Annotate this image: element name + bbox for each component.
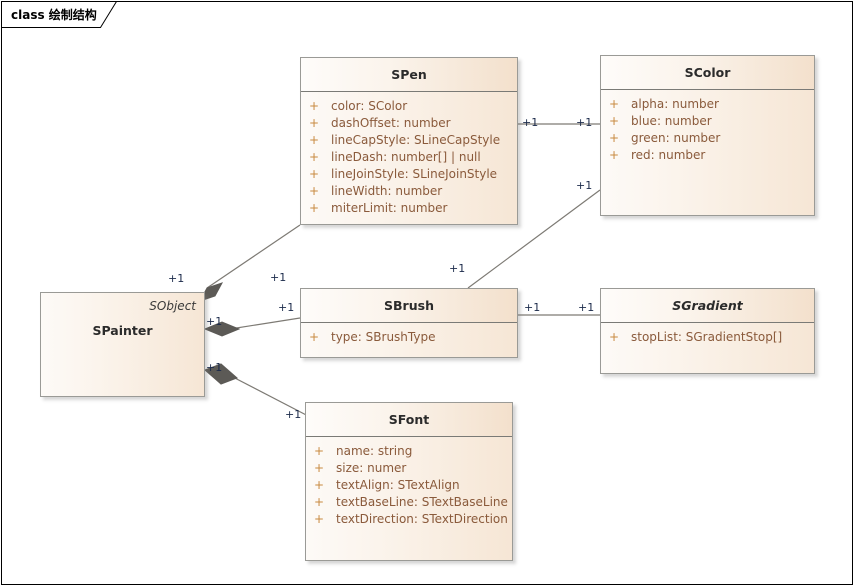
attribute-row: + dashOffset: number bbox=[301, 115, 517, 132]
attribute-row: + lineDash: number[] | null bbox=[301, 149, 517, 166]
visibility-marker: + bbox=[309, 184, 320, 198]
visibility-marker: + bbox=[609, 97, 620, 111]
class-box-sfont[interactable]: SFont + name: string + size: numer + tex… bbox=[305, 402, 513, 561]
attribute-signature: lineDash: number[] | null bbox=[331, 150, 481, 164]
attribute-signature: color: SColor bbox=[331, 99, 408, 113]
attribute-signature: lineWidth: number bbox=[331, 184, 443, 198]
attribute-signature: miterLimit: number bbox=[331, 201, 448, 215]
attribute-row: + textDirection: STextDirection bbox=[306, 511, 512, 528]
class-title-scolor: SColor bbox=[601, 56, 814, 90]
connector-sbrush-scolor[interactable] bbox=[467, 189, 601, 289]
visibility-marker: + bbox=[309, 167, 320, 181]
multiplicity-label: +1 bbox=[578, 301, 595, 314]
attribute-signature: alpha: number bbox=[631, 97, 719, 111]
attribute-signature: lineCapStyle: SLineCapStyle bbox=[331, 133, 501, 147]
attribute-row: + miterLimit: number bbox=[301, 200, 517, 217]
multiplicity-label: +1 bbox=[168, 272, 185, 285]
class-title-sfont: SFont bbox=[306, 403, 512, 437]
visibility-marker: + bbox=[309, 201, 320, 215]
visibility-marker: + bbox=[314, 444, 325, 458]
diagram-title: class 绘制结构 bbox=[11, 8, 97, 22]
visibility-marker: + bbox=[309, 99, 320, 113]
visibility-marker: + bbox=[314, 478, 325, 492]
attribute-signature: red: number bbox=[631, 148, 706, 162]
visibility-marker: + bbox=[314, 461, 325, 475]
class-attributes-spen: + color: SColor + dashOffset: number + l… bbox=[301, 92, 517, 225]
attribute-row: + textBaseLine: STextBaseLine bbox=[306, 494, 512, 511]
visibility-marker: + bbox=[609, 148, 620, 162]
attribute-signature: blue: number bbox=[631, 114, 712, 128]
composition-diamond-sbrush bbox=[203, 321, 241, 337]
attribute-signature: textDirection: STextDirection bbox=[336, 512, 508, 526]
attribute-row: + size: numer bbox=[306, 460, 512, 477]
attribute-signature: textAlign: STextAlign bbox=[336, 478, 460, 492]
visibility-marker: + bbox=[314, 495, 325, 509]
attribute-signature: stopList: SGradientStop[] bbox=[631, 330, 783, 344]
attribute-row: + lineJoinStyle: SLineJoinStyle bbox=[301, 166, 517, 183]
attribute-row: + red: number bbox=[601, 147, 814, 164]
multiplicity-label: +1 bbox=[576, 116, 593, 129]
class-stereotype-sobject: SObject bbox=[149, 299, 196, 313]
multiplicity-label: +1 bbox=[576, 179, 593, 192]
visibility-marker: + bbox=[314, 512, 325, 526]
class-box-sbrush[interactable]: SBrush + type: SBrushType bbox=[300, 288, 518, 358]
attribute-row: + alpha: number bbox=[601, 96, 814, 113]
class-box-spen[interactable]: SPen + color: SColor + dashOffset: numbe… bbox=[300, 57, 518, 225]
composition-diamond-sfont bbox=[204, 363, 238, 385]
class-attributes-scolor: + alpha: number + blue: number + green: … bbox=[601, 90, 814, 172]
class-attributes-sbrush: + type: SBrushType bbox=[301, 323, 517, 354]
multiplicity-label: +1 bbox=[270, 271, 287, 284]
class-title-sgradient: SGradient bbox=[601, 289, 814, 323]
multiplicity-label: +1 bbox=[206, 361, 223, 374]
visibility-marker: + bbox=[609, 131, 620, 145]
attribute-signature: type: SBrushType bbox=[331, 330, 436, 344]
visibility-marker: + bbox=[309, 133, 320, 147]
class-box-spainter[interactable]: SObject SPainter bbox=[40, 292, 205, 397]
visibility-marker: + bbox=[609, 114, 620, 128]
visibility-marker: + bbox=[609, 330, 620, 344]
attribute-signature: lineJoinStyle: SLineJoinStyle bbox=[331, 167, 498, 181]
class-title-sbrush: SBrush bbox=[301, 289, 517, 323]
attribute-signature: dashOffset: number bbox=[331, 116, 451, 130]
connector-spainter-sbrush[interactable] bbox=[229, 317, 301, 330]
class-box-scolor[interactable]: SColor + alpha: number + blue: number + … bbox=[600, 55, 815, 216]
attribute-row: + name: string bbox=[306, 443, 512, 460]
attribute-row: + blue: number bbox=[601, 113, 814, 130]
multiplicity-label: +1 bbox=[449, 262, 466, 275]
visibility-marker: + bbox=[309, 150, 320, 164]
attribute-row: + type: SBrushType bbox=[301, 329, 517, 346]
attribute-row: + color: SColor bbox=[301, 98, 517, 115]
attribute-row: + textAlign: STextAlign bbox=[306, 477, 512, 494]
visibility-marker: + bbox=[309, 116, 320, 130]
attribute-row: + lineCapStyle: SLineCapStyle bbox=[301, 132, 517, 149]
multiplicity-label: +1 bbox=[285, 408, 302, 421]
multiplicity-label: +1 bbox=[524, 301, 541, 314]
multiplicity-label: +1 bbox=[206, 315, 223, 328]
attribute-signature: green: number bbox=[631, 131, 721, 145]
connector-spainter-spen[interactable] bbox=[206, 224, 301, 289]
class-box-sgradient[interactable]: SGradient + stopList: SGradientStop[] bbox=[600, 288, 815, 374]
class-title-spen: SPen bbox=[301, 58, 517, 92]
class-attributes-sgradient: + stopList: SGradientStop[] bbox=[601, 323, 814, 354]
connector-spainter-sfont[interactable] bbox=[228, 374, 313, 419]
class-title-spainter: SPainter bbox=[92, 323, 153, 338]
attribute-signature: name: string bbox=[336, 444, 413, 458]
class-attributes-sfont: + name: string + size: numer + textAlign… bbox=[306, 437, 512, 536]
diagram-frame-tab[interactable]: class 绘制结构 bbox=[1, 1, 117, 28]
attribute-signature: textBaseLine: STextBaseLine bbox=[336, 495, 508, 509]
attribute-row: + green: number bbox=[601, 130, 814, 147]
visibility-marker: + bbox=[309, 330, 320, 344]
attribute-row: + lineWidth: number bbox=[301, 183, 517, 200]
multiplicity-label: +1 bbox=[522, 116, 539, 129]
multiplicity-label: +1 bbox=[278, 301, 295, 314]
attribute-signature: size: numer bbox=[336, 461, 407, 475]
attribute-row: + stopList: SGradientStop[] bbox=[601, 329, 814, 346]
